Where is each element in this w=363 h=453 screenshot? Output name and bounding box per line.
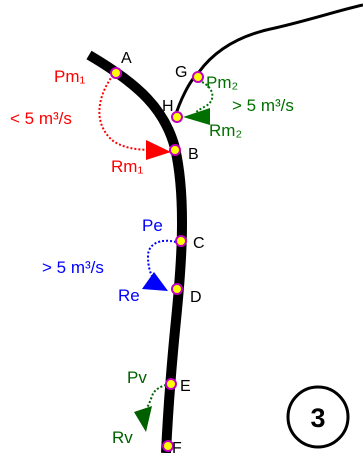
middle-transfer-arrow-line (146, 239, 177, 277)
point-h-marker (171, 111, 183, 123)
upstream-transfer-arrow-line (98, 74, 153, 151)
lower-target-label: Rv (112, 428, 133, 447)
point-e-label: E (180, 378, 191, 395)
point-b-marker (169, 144, 181, 156)
panel-number-circle (286, 385, 350, 449)
middle-transfer-arrowhead (142, 272, 168, 291)
middle-target-label: Re (118, 286, 140, 305)
lower-source-label: Pv (127, 368, 147, 387)
point-f-marker (162, 440, 174, 452)
tributary-transfer: Pm₂ Rm₂ > 5 m³/s (183, 73, 294, 140)
point-c-label: C (193, 235, 205, 252)
lower-transfer: Pv Rv (112, 368, 171, 447)
point-b-label: B (188, 146, 199, 163)
upstream-transfer: Pm₁ Rm₁ < 5 m³/s (10, 67, 171, 176)
point-d-marker (171, 283, 183, 295)
point-labels: A G H B C D E F (121, 50, 205, 453)
panel-number-label: 3 (310, 403, 325, 433)
panel-number-badge: 3 (286, 385, 350, 449)
upstream-target-label: Rm₁ (111, 157, 143, 176)
measurement-points (110, 67, 204, 452)
point-g-marker (192, 71, 204, 83)
upstream-condition-label: < 5 m³/s (10, 109, 72, 128)
point-c-marker (175, 235, 187, 247)
point-a-label: A (121, 50, 132, 67)
tributary-target-label: Rm₂ (209, 121, 242, 140)
lower-transfer-arrow-line (145, 383, 171, 411)
point-f-label: F (172, 440, 182, 453)
middle-transfer: Pe Re > 5 m³/s (42, 216, 177, 305)
point-g-label: G (175, 64, 187, 81)
tributary-condition-label: > 5 m³/s (232, 96, 294, 115)
tributary-transfer-arrow-line (194, 81, 214, 114)
middle-condition-label: > 5 m³/s (42, 258, 104, 277)
point-d-label: D (190, 289, 202, 306)
tributary-source-label: Pm₂ (206, 73, 238, 92)
lower-transfer-arrowhead (134, 406, 152, 432)
upstream-transfer-arrowhead (146, 140, 171, 160)
middle-source-label: Pe (142, 216, 163, 235)
point-a-marker (110, 67, 122, 79)
point-h-label: H (162, 98, 174, 115)
upstream-source-label: Pm₁ (54, 67, 86, 86)
point-e-marker (165, 378, 177, 390)
tributary-transfer-arrowhead (183, 108, 210, 125)
tributary-river (172, 3, 363, 121)
